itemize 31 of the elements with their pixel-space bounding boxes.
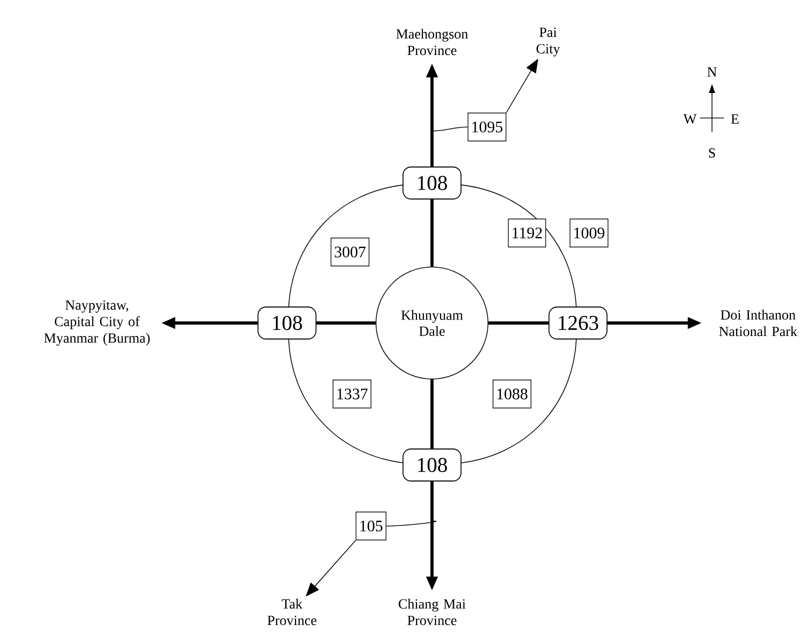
highway-junction-box: 108 [402, 448, 462, 482]
route-number-box: 1337 [332, 380, 372, 408]
ring-road [288, 184, 403, 307]
branch-line [386, 520, 436, 526]
destination-label: Tak Province [268, 598, 316, 626]
highway-junction-box: 108 [258, 306, 316, 340]
compass-letter: W [683, 114, 697, 124]
road-line [430, 199, 434, 267]
ring-road [288, 339, 403, 464]
highway-junction-box: 1263 [548, 306, 608, 340]
destination-label: Naypyitaw, Capital City of Myanmar (Burma) [44, 300, 150, 346]
ring-road [461, 339, 577, 464]
compass-letter: S [709, 148, 716, 158]
destination-label: Doi Inthanon National Park [719, 310, 798, 336]
route-number-box: 1088 [492, 380, 532, 408]
compass-letter: N [707, 67, 717, 77]
compass-letter: E [731, 114, 739, 124]
road-line [430, 379, 434, 449]
destination-label: Maehongson Province [396, 28, 468, 56]
route-number-box: 3007 [330, 238, 370, 266]
route-number-box: 1095 [468, 112, 506, 142]
destination-label: Pai City [536, 28, 560, 56]
route-number-box: 105 [356, 512, 386, 540]
branch-line [432, 126, 468, 132]
road-line [316, 321, 376, 325]
route-number-box: 1192 [508, 218, 546, 248]
road-line [488, 321, 549, 325]
ring-road [461, 184, 577, 307]
destination-label: Chiang Mai Province [398, 598, 466, 626]
highway-junction-box: 108 [402, 166, 462, 200]
route-number-box: 1009 [570, 218, 608, 248]
